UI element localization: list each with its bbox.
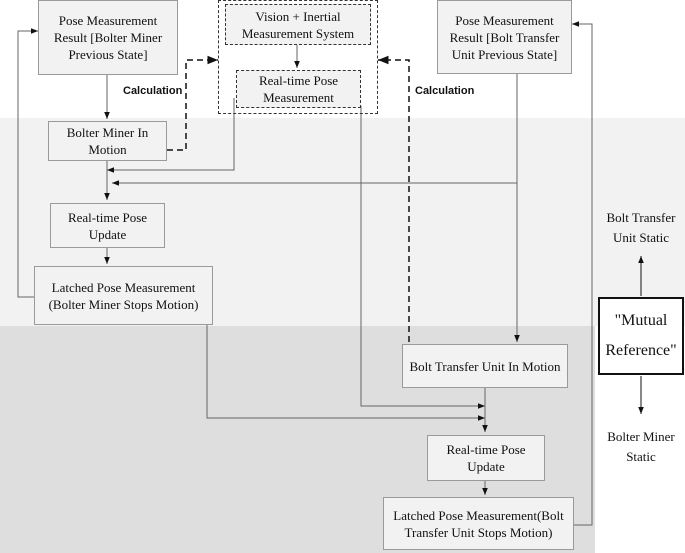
mutual-reference-box: "Mutual Reference": [598, 297, 684, 375]
vision-inertial-box: Vision + Inertial Measurement System: [225, 4, 371, 45]
realtime-update-2-box: Real-time Pose Update: [427, 435, 545, 481]
dashed-calc-left: [167, 55, 218, 151]
pose-result-transfer-box: Pose Measurement Result [Bolt Transfer U…: [437, 0, 572, 74]
calculation-label-left: Calculation: [123, 85, 183, 97]
dashed-calc-right: [378, 55, 410, 342]
bolter-in-motion-text: Bolter Miner In Motion: [66, 125, 149, 157]
realtime-pose-measurement-text: Real-time Pose Measurement: [258, 73, 339, 105]
mutual-reference-text: "Mutual Reference": [605, 312, 677, 359]
arrow-realtime-to-update2: [360, 106, 485, 409]
measurement-system-container: [218, 0, 378, 114]
arrow-latched-feedback: [17, 28, 38, 298]
realtime-update-1-text: Real-time Pose Update: [67, 209, 148, 242]
transfer-in-motion-box: Bolt Transfer Unit In Motion: [402, 344, 568, 388]
latched-bolter-box: Latched Pose Measurement (Bolter Miner S…: [34, 266, 213, 325]
realtime-pose-measurement-box: Real-time Pose Measurement: [236, 70, 361, 108]
vision-inertial-text: Vision + Inertial Measurement System: [241, 8, 355, 41]
calculation-label-right: Calculation: [415, 85, 475, 97]
pose-result-bolter-box: Pose Measurement Result [Bolter Miner Pr…: [38, 0, 178, 75]
pose-result-bolter-text: Pose Measurement Result [Bolter Miner Pr…: [53, 13, 163, 62]
latched-transfer-text: Latched Pose Measurement(Bolt Transfer U…: [393, 507, 564, 540]
bolter-in-motion-box: Bolter Miner In Motion: [48, 121, 167, 161]
latched-bolter-text: Latched Pose Measurement (Bolter Miner S…: [48, 279, 199, 312]
bolter-miner-static-label: Bolter Miner Static: [607, 429, 675, 464]
arrow-latched-bolter-to-update2: [206, 325, 485, 421]
pose-result-transfer-text: Pose Measurement Result [Bolt Transfer U…: [449, 12, 560, 62]
arrow-realtime-to-update1: [107, 98, 235, 173]
arrow-latched-transfer-feedback: [572, 21, 593, 526]
realtime-update-2-text: Real-time Pose Update: [446, 442, 526, 474]
latched-transfer-box: Latched Pose Measurement(Bolt Transfer U…: [383, 497, 574, 550]
bolt-transfer-static-label: Bolt Transfer Unit Static: [606, 210, 676, 245]
transfer-in-motion-text: Bolt Transfer Unit In Motion: [409, 358, 561, 374]
realtime-update-1-box: Real-time Pose Update: [50, 203, 165, 248]
